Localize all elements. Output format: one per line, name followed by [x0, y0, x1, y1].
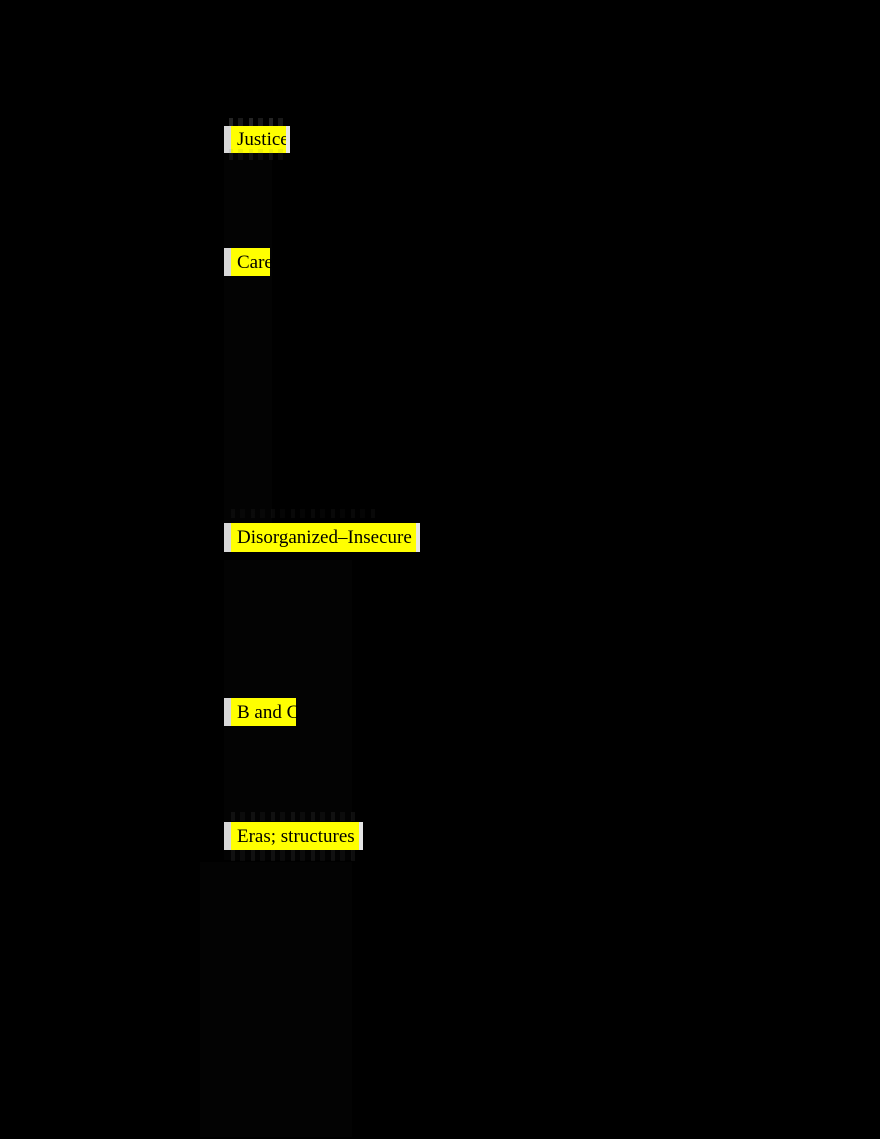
- highlight-label-justice: Justice: [237, 129, 289, 150]
- highlight-care[interactable]: Care: [224, 248, 273, 276]
- highlight-label-disorganized-insecure: Disorganized–Insecure: [237, 527, 412, 548]
- highlight-label-b-and-c: B and C: [237, 701, 300, 723]
- highlight-label-eras-structures: Eras; structures: [237, 825, 355, 847]
- obscured-text-line-above: [231, 509, 379, 518]
- text-block-shade-lower: [200, 862, 352, 1137]
- highlight-label-care: Care: [237, 251, 273, 273]
- highlight-b-and-c[interactable]: B and C: [224, 698, 300, 726]
- obscured-text-line-below: [231, 850, 360, 861]
- highlight-disorganized-insecure[interactable]: Disorganized–Insecure: [224, 523, 420, 552]
- highlight-eras-structures[interactable]: Eras; structures: [224, 822, 363, 850]
- highlight-justice[interactable]: Justice: [224, 126, 290, 153]
- text-block-shade-upper: [224, 150, 272, 530]
- obscured-text-line-above: [231, 812, 358, 821]
